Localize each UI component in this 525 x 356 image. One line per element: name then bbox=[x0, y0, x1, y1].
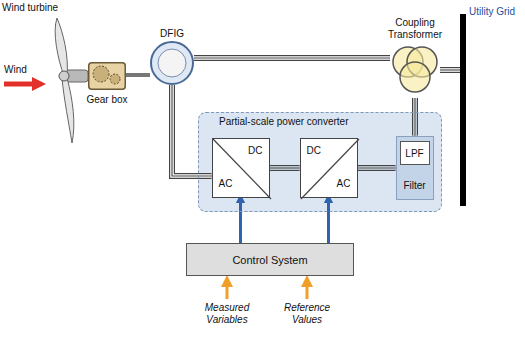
gear-wheel bbox=[93, 66, 109, 82]
turbine-drawing bbox=[55, 18, 88, 143]
node-label: AC bbox=[219, 178, 233, 190]
power-line bbox=[126, 75, 150, 76]
gearbox: Gear box bbox=[88, 62, 126, 90]
power-line bbox=[172, 85, 212, 176]
grid-bus: Utility Grid bbox=[460, 14, 466, 206]
connector-stroke bbox=[270, 167, 300, 168]
input-label: Measured Variables bbox=[192, 302, 262, 325]
connector-stroke bbox=[194, 56, 390, 60]
generator-rotor bbox=[158, 49, 186, 77]
connector-stroke bbox=[239, 198, 242, 244]
node-label: DC bbox=[248, 145, 262, 157]
connector-stroke bbox=[172, 85, 212, 176]
input-label: Reference Values bbox=[272, 302, 342, 325]
input-arrow bbox=[306, 281, 309, 299]
connector-stroke bbox=[414, 98, 415, 136]
node-label: AC bbox=[337, 178, 351, 190]
shape-outline bbox=[88, 62, 126, 90]
converter-diagonal bbox=[213, 139, 271, 199]
converter-region: AC DC DC AC LPF Filter Partial-scale power con… bbox=[198, 112, 442, 212]
node-label: Partial-scale power converter bbox=[219, 116, 349, 128]
wind-arrow bbox=[4, 77, 46, 91]
node-label: DC bbox=[307, 145, 321, 157]
connector-stroke bbox=[358, 166, 396, 170]
connector-stroke bbox=[358, 165, 396, 171]
hub bbox=[59, 71, 69, 81]
connector-stroke bbox=[172, 85, 212, 176]
gearbox-housing bbox=[89, 63, 126, 90]
control-signal bbox=[328, 198, 329, 244]
power-line bbox=[270, 168, 300, 169]
region-fill bbox=[198, 112, 442, 212]
shape-outline bbox=[150, 41, 194, 85]
connector-stroke bbox=[194, 57, 390, 58]
generator-circle: DFIG bbox=[150, 41, 194, 85]
converter-box: AC DC bbox=[212, 138, 270, 198]
node-label: LPF bbox=[400, 141, 430, 165]
power-line bbox=[440, 70, 460, 71]
node-label: Control System bbox=[187, 253, 353, 266]
connector-stroke bbox=[412, 98, 418, 136]
connector-stroke bbox=[194, 55, 390, 61]
connector-stroke bbox=[440, 68, 460, 72]
control-signal bbox=[240, 198, 241, 244]
connector-stroke bbox=[327, 198, 330, 244]
connector-stroke bbox=[358, 167, 396, 168]
shape-outline bbox=[390, 42, 440, 98]
gear-wheel bbox=[110, 74, 120, 84]
node-label: Utility Grid bbox=[469, 6, 515, 18]
input-arrow bbox=[226, 281, 229, 299]
blade bbox=[55, 18, 67, 76]
node-label: Filter bbox=[397, 180, 433, 192]
connector-stroke bbox=[440, 69, 460, 70]
connector-stroke bbox=[126, 73, 150, 77]
filter-box: LPF Filter bbox=[396, 136, 434, 200]
converter-diagonal bbox=[301, 139, 359, 199]
wind-arrow-shaft bbox=[4, 82, 34, 87]
power-line bbox=[358, 168, 396, 169]
wind-arrow-head bbox=[32, 77, 46, 91]
region-fill-layer bbox=[198, 112, 442, 212]
winding-circle bbox=[400, 62, 430, 92]
figure-label: Wind turbine bbox=[2, 2, 58, 14]
converter-box: DC AC bbox=[300, 138, 358, 198]
power-line bbox=[415, 98, 416, 136]
connector-stroke bbox=[172, 85, 212, 176]
connector-stroke bbox=[270, 165, 300, 171]
control-box: Control System bbox=[186, 243, 354, 276]
node-label: DFIG bbox=[140, 28, 204, 40]
transformer-symbol: Coupling Transformer bbox=[390, 42, 440, 98]
node-label: Coupling Transformer bbox=[380, 17, 450, 40]
connector-stroke bbox=[270, 166, 300, 170]
node-label: Gear box bbox=[78, 94, 136, 106]
connector-stroke bbox=[440, 67, 460, 73]
wind-label: Wind bbox=[4, 64, 27, 76]
connector-stroke bbox=[413, 98, 417, 136]
blade bbox=[62, 78, 74, 143]
power-line bbox=[194, 58, 390, 59]
generator-outline bbox=[151, 42, 193, 84]
